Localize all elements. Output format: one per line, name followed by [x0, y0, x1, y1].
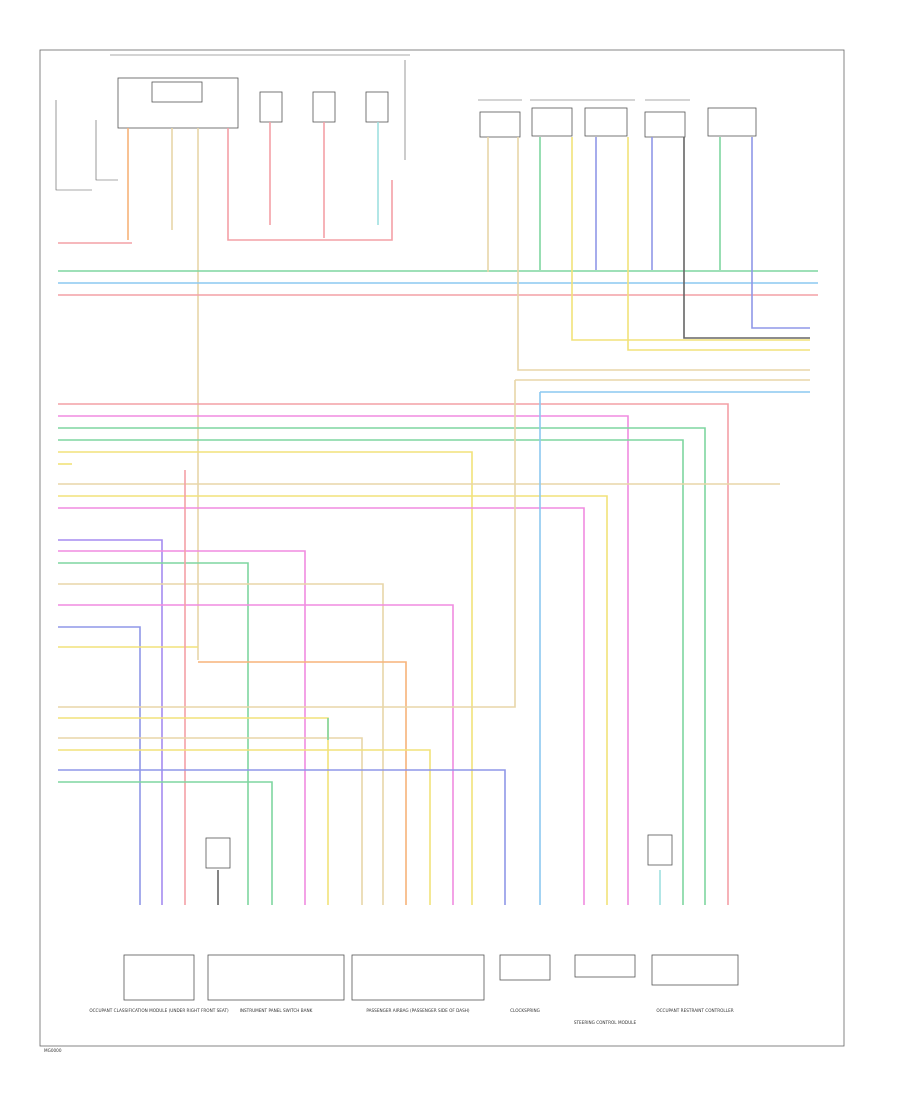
- wire-yellow-l11: [58, 717, 329, 905]
- module-occupant-classification: [123, 954, 195, 1001]
- wire-yellow-tr: [571, 137, 810, 341]
- wire-blue-tr3: [751, 137, 810, 329]
- wire-tan-l10: [58, 380, 516, 708]
- wire-tan-tr2: [517, 137, 810, 371]
- wire-yellow-m8: [58, 495, 608, 905]
- wire-pink-m9: [58, 507, 585, 905]
- module-clockspring: [499, 954, 551, 981]
- wire-green-l15: [58, 781, 273, 905]
- label-clockspring: CLOCKSPRING: [510, 1008, 540, 1013]
- label-restraint-controller: OCCUPANT RESTRAINT CONTROLLER: [656, 1008, 733, 1013]
- wire-periwinkle-l6: [58, 626, 141, 905]
- wire-orange-l8: [198, 661, 407, 905]
- module-passenger-airbag: [351, 954, 485, 1001]
- wire-pink-m2: [58, 415, 629, 905]
- module-switch-bank: [207, 954, 345, 1001]
- wire-yellow-m5: [58, 451, 473, 905]
- label-switch-bank: INSTRUMENT PANEL SWITCH BANK: [240, 1008, 313, 1013]
- module-labels: OCCUPANT CLASSIFICATION MODULE (UNDER RI…: [89, 1008, 733, 1025]
- wire-pink-l2: [58, 550, 306, 905]
- wire-dark-tr: [683, 137, 810, 339]
- bottom-modules: [123, 834, 739, 1001]
- wire-red-top: [227, 128, 393, 241]
- wire-green-l3: [58, 562, 249, 905]
- wire-yellow-tr2: [627, 137, 810, 351]
- label-steering-control: STEERING CONTROL MODULE: [574, 1020, 637, 1025]
- wire-pink-l5: [58, 604, 454, 905]
- connector-left-small: [205, 837, 231, 869]
- wire-green-m3: [58, 427, 706, 905]
- wire-periwinkle-l14: [58, 769, 506, 905]
- figure-id: MG0000: [44, 1048, 62, 1053]
- top-left-component-group: [55, 54, 410, 191]
- label-occupant-classification: OCCUPANT CLASSIFICATION MODULE (UNDER RI…: [89, 1008, 229, 1013]
- module-restraint-controller: [651, 954, 739, 986]
- wires: [58, 122, 818, 905]
- wire-purple-l1: [58, 539, 163, 905]
- diagram-frame: [39, 49, 845, 1047]
- wire-green-m4: [58, 439, 684, 905]
- module-steering-control: [574, 954, 636, 978]
- wire-tan-l4: [58, 583, 384, 905]
- label-passenger-airbag: PASSENGER AIRBAG (PASSENGER SIDE OF DASH…: [366, 1008, 470, 1013]
- wire-red-m1: [58, 403, 729, 905]
- connector-top-right-small: [647, 834, 673, 866]
- top-right-connector-group: [478, 99, 757, 138]
- wire-yellow-l13: [58, 749, 431, 905]
- wire-tan-l12: [58, 737, 363, 905]
